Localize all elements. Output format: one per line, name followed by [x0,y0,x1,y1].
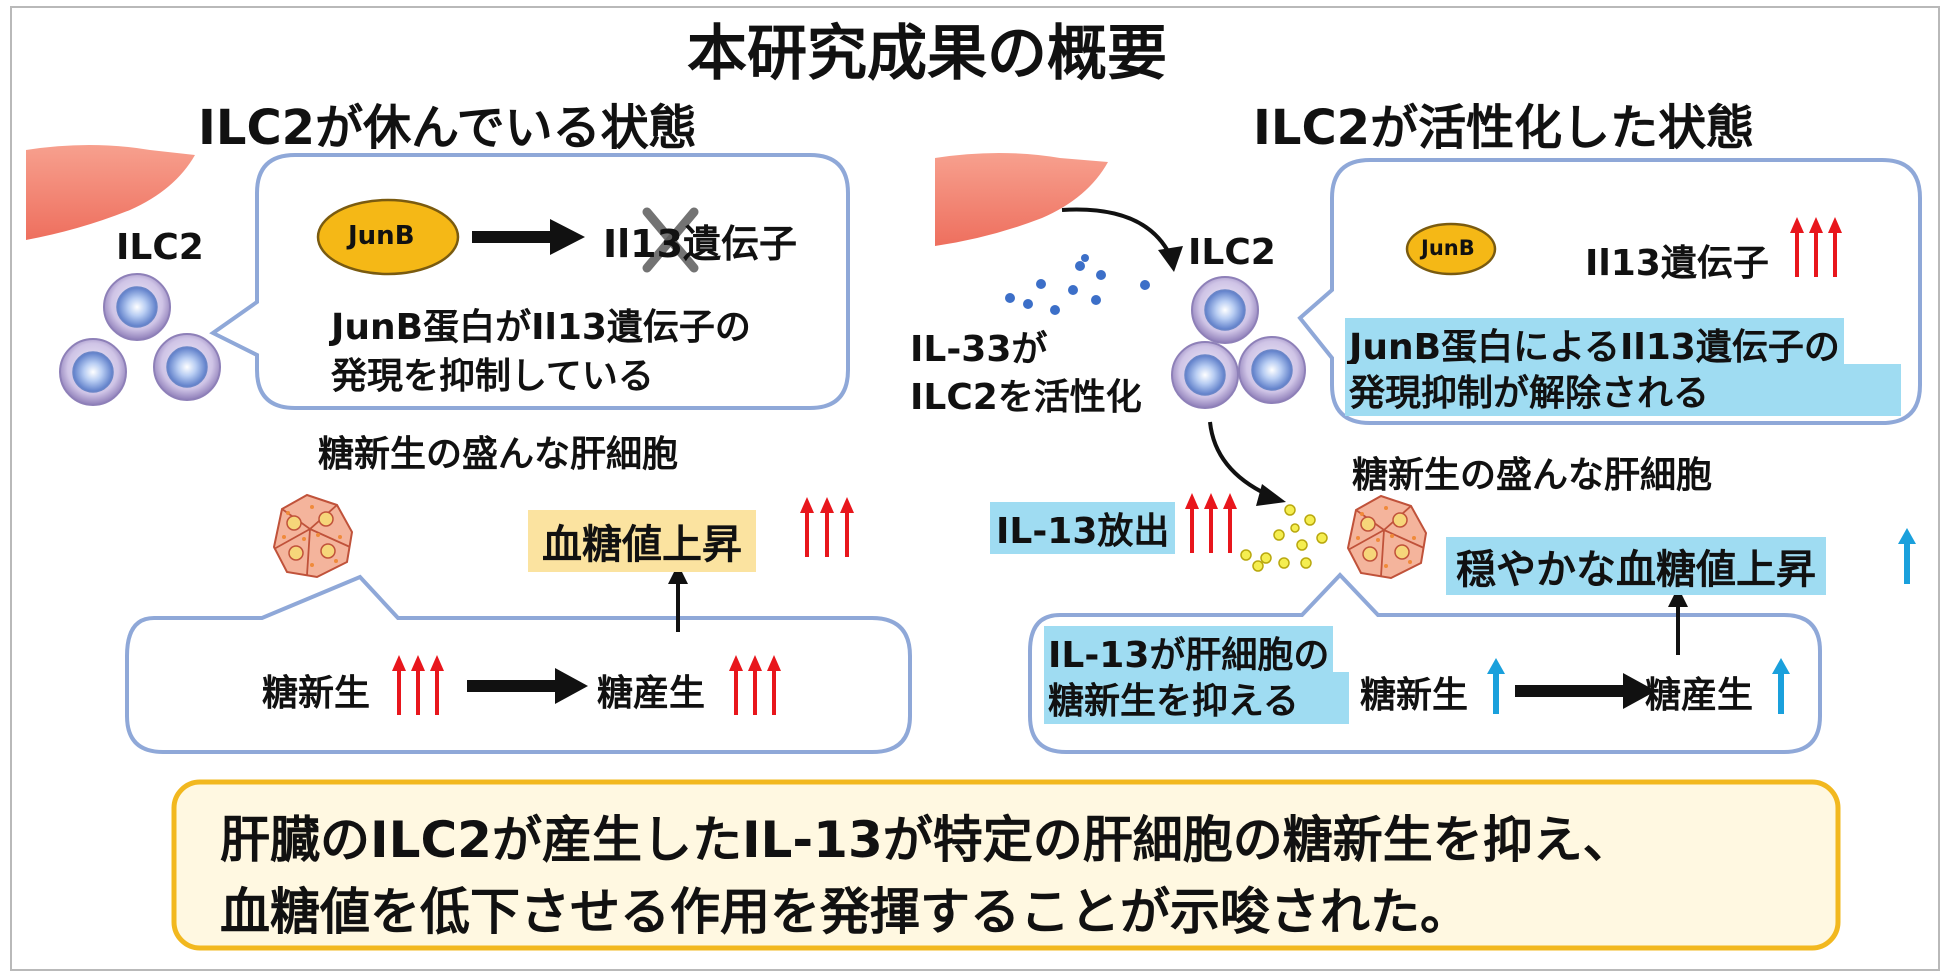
left-panel-heading: ILC2が休んでいる状態 [198,100,697,156]
up-arrows-red-blood-glucose-left [800,497,854,557]
blocked-cross-icon [642,207,699,273]
release-curve-arrow [1208,421,1269,497]
right-il13-release-label: IL-13放出 [990,502,1176,554]
right-gluconeogenesis-label: 糖新生 [1360,675,1469,716]
right-blood-glucose-label: 穏やかな血糖値上昇 [1446,537,1826,595]
process-arrow-right [1515,673,1656,709]
right-il33-label-2: ILC2を活性化 [910,377,1142,418]
right-box-note-1: IL-13が肝細胞の [1044,626,1334,678]
hepatocyte-icon [273,494,353,578]
conclusion-line-1: 肝臓のILC2が産生したIL-13が特定の肝細胞の糖新生を抑え、 [220,811,1633,869]
conclusion-box [171,779,1841,951]
liver-icon [26,145,195,240]
ilc2-cell-cluster-right [1171,276,1306,409]
left-gene-label: Il13遺伝子 [603,222,798,266]
left-bubble-caption-1: JunB蛋白がIl13遺伝子の [331,307,751,348]
activation-curve-arrow [1061,207,1172,256]
right-gene-label: Il13遺伝子 [1585,243,1769,284]
to-blood-glucose-arrow-right [1668,587,1688,655]
figure-title: 本研究成果の概要 [687,19,1167,89]
right-glucose-production-label: 糖産生 [1645,675,1754,716]
up-arrows-red-gluconeogenesis-left [392,655,444,715]
left-glucose-production-label: 糖産生 [597,673,706,714]
conclusion-line-2: 血糖値を低下させる作用を発揮することが示唆された。 [220,883,1470,941]
left-ilc2-label: ILC2 [116,227,204,268]
left-junb-label: JunB [348,221,415,251]
ilc2-cell-cluster [59,273,221,406]
to-blood-glucose-arrow-left [668,564,688,632]
left-bubble-caption-2: 発現を抑制している [331,356,654,397]
left-blood-glucose-label: 血糖値上昇 [528,510,756,572]
junb-protein-right [1405,222,1497,276]
up-arrows-red-production-left [729,655,781,715]
figure-frame [10,6,1940,971]
left-gluconeogenesis-label: 糖新生 [262,673,371,714]
left-hepatocyte-label: 糖新生の盛んな肝細胞 [318,434,679,475]
right-ilc2-label: ILC2 [1188,232,1276,273]
hepatocyte-icon-right [1347,495,1427,579]
right-bubble-caption-1: JunB蛋白によるIl13遺伝子の [1345,318,1844,370]
up-arrows-red-il13-release [1185,493,1237,553]
right-bubble-caption-2: 発現抑制が解除される [1345,364,1901,416]
liver-icon-right [935,153,1108,246]
il33-particles [1005,254,1150,315]
inhibition-arrow [472,219,585,255]
process-box-left [125,574,912,754]
right-hepatocyte-label: 糖新生の盛んな肝細胞 [1352,455,1713,496]
right-panel-heading: ILC2が活性化した状態 [1253,100,1755,156]
up-arrow-blue-blood-glucose-right [1898,528,1916,584]
up-arrows-red-il13-gene [1790,217,1842,277]
junb-protein [316,198,460,276]
right-box-note-2: 糖新生を抑える [1044,672,1349,724]
right-junb-label: JunB [1421,236,1475,260]
right-il33-label-1: IL-33が [910,329,1048,370]
process-arrow-left [467,668,588,704]
il13-particles [1240,504,1328,572]
